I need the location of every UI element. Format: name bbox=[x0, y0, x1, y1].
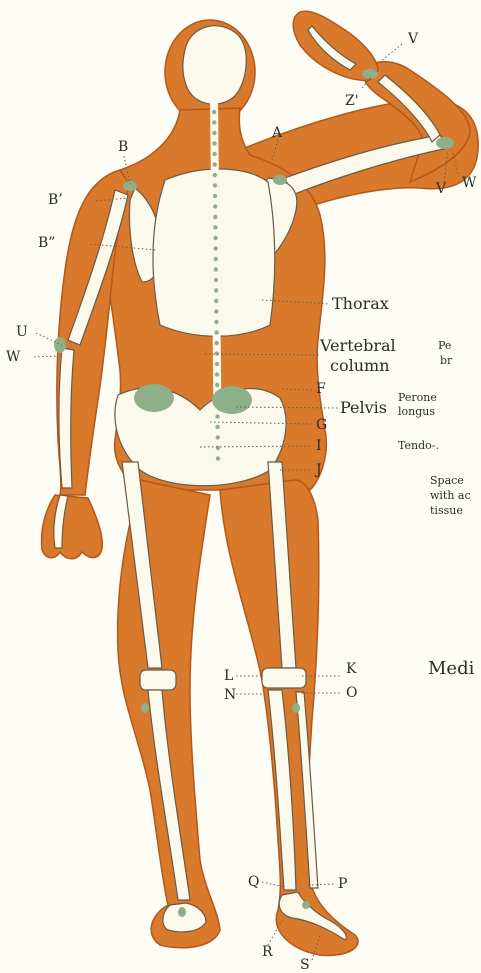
label-g: G bbox=[316, 418, 327, 432]
skull bbox=[183, 26, 246, 104]
clipped-longus: longus bbox=[398, 406, 435, 417]
label-o: O bbox=[346, 686, 357, 700]
vertebra-dot bbox=[212, 152, 216, 156]
label-n: N bbox=[224, 688, 236, 702]
clipped-tendo: Tendo-. bbox=[398, 440, 439, 451]
label-w-arm: W bbox=[6, 350, 20, 364]
vertebra-dot bbox=[214, 309, 218, 313]
label-pelvis: Pelvis bbox=[340, 400, 387, 416]
vertebra-dot bbox=[212, 120, 216, 124]
vertebra-dot bbox=[214, 320, 218, 324]
vertebra-dot bbox=[213, 236, 217, 240]
vertebra-dot bbox=[215, 372, 219, 376]
label-r: R bbox=[262, 945, 273, 959]
label-b-double-prime: B” bbox=[38, 236, 55, 250]
vertebra-dot bbox=[212, 141, 216, 145]
vertebra-dot bbox=[216, 456, 220, 460]
vertebra-dot bbox=[213, 162, 217, 166]
label-i: I bbox=[316, 439, 322, 453]
vertebra-dot bbox=[213, 204, 217, 208]
vertebra-dot bbox=[213, 194, 217, 198]
label-column: column bbox=[330, 358, 390, 374]
vertebra-dot bbox=[212, 110, 216, 114]
clipped-medi: Medi bbox=[428, 660, 474, 678]
vertebra-dot bbox=[214, 288, 218, 292]
vertebra-dot bbox=[215, 351, 219, 355]
label-l: L bbox=[224, 669, 233, 683]
label-f: F bbox=[316, 382, 326, 396]
clipped-tissue: tissue bbox=[430, 505, 463, 516]
vertebra-dot bbox=[215, 362, 219, 366]
vertebra-dot bbox=[213, 225, 217, 229]
label-u: U bbox=[16, 325, 28, 339]
right-knee bbox=[262, 668, 306, 688]
vertebra-dot bbox=[213, 246, 217, 250]
clipped-br: br bbox=[440, 355, 452, 366]
clipped-with-ac: with ac bbox=[430, 490, 471, 501]
lowered-hand bbox=[42, 495, 103, 559]
vertebra-dot bbox=[214, 257, 218, 261]
vertebra-dot bbox=[213, 173, 217, 177]
vertebra-dot bbox=[215, 414, 219, 418]
label-v-elbow: V bbox=[436, 182, 446, 196]
label-j: J bbox=[316, 463, 322, 477]
label-w-elbow: W bbox=[462, 176, 476, 190]
vertebra-dot bbox=[214, 267, 218, 271]
label-a: A bbox=[272, 126, 282, 140]
clipped-space: Space bbox=[430, 475, 464, 486]
clipped-pe: Pe bbox=[438, 340, 451, 351]
label-k: K bbox=[346, 662, 356, 676]
vertebra-dot bbox=[214, 330, 218, 334]
vertebra-dot bbox=[214, 278, 218, 282]
label-q: Q bbox=[248, 875, 259, 889]
vertebra-dot bbox=[213, 183, 217, 187]
vertebra-dot bbox=[216, 435, 220, 439]
label-v-hand: V bbox=[408, 32, 418, 46]
vertebra-dot bbox=[215, 425, 219, 429]
left-knee bbox=[140, 670, 176, 690]
label-z: Z' bbox=[345, 94, 359, 108]
label-s: S bbox=[300, 958, 310, 972]
vertebra-dot bbox=[214, 299, 218, 303]
vertebra-dot bbox=[215, 383, 219, 387]
vertebra-dot bbox=[215, 341, 219, 345]
vertebra-dot bbox=[213, 215, 217, 219]
clipped-perone: Perone bbox=[398, 392, 437, 403]
label-b-prime: B’ bbox=[48, 193, 63, 207]
label-b: B bbox=[118, 140, 128, 154]
label-thorax: Thorax bbox=[332, 296, 389, 312]
label-p: P bbox=[338, 877, 347, 891]
label-vertebral: Vertebral bbox=[320, 338, 396, 354]
vertebra-dot bbox=[212, 131, 216, 135]
